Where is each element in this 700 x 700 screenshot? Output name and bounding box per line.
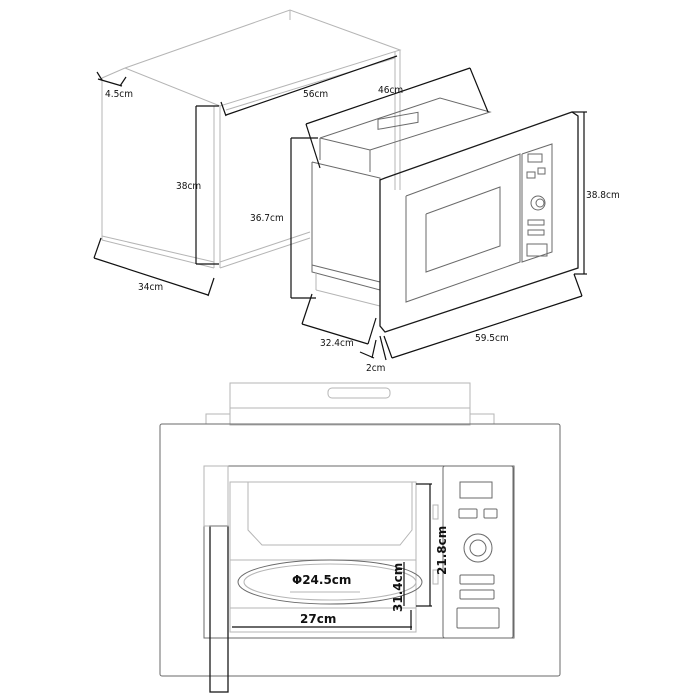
dim-turntable-height: 31.4cm: [391, 562, 405, 612]
dim-turntable-diameter: Φ24.5cm: [292, 573, 351, 587]
label-interior-width: 27cm: [300, 612, 336, 626]
label-top-lip: 4.5cm: [105, 89, 133, 100]
label-frame-thickness: 2cm: [366, 363, 385, 374]
label-turntable-height: 31.4cm: [391, 563, 405, 612]
dim-cabinet-height: 38cm: [176, 105, 219, 265]
microwave-isometric: [311, 97, 579, 333]
dim-body-width: 46cm: [305, 67, 489, 169]
label-cabinet-height: 38cm: [176, 181, 201, 192]
dim-interior-width: 27cm: [232, 610, 412, 630]
dim-frame-width: 59.5cm: [383, 273, 583, 359]
dim-frame-height: 38.8cm: [572, 111, 620, 275]
cabinet-outline: [101, 9, 402, 269]
dim-body-depth: 32.4cm: [301, 293, 377, 349]
dim-cabinet-depth: 34cm: [93, 237, 215, 297]
dim-interior-height: 21.8cm: [416, 483, 449, 607]
label-body-height: 36.7cm: [250, 213, 284, 224]
dim-body-height: 36.7cm: [250, 137, 318, 299]
label-interior-height: 21.8cm: [435, 526, 449, 575]
label-body-width: 46cm: [378, 85, 403, 96]
label-turntable-diameter: Φ24.5cm: [292, 573, 351, 587]
dim-cabinet-width: 56cm: [220, 55, 398, 117]
label-frame-width: 59.5cm: [475, 333, 509, 344]
label-cabinet-width: 56cm: [303, 89, 328, 100]
dim-top-lip: 4.5cm: [96, 71, 133, 100]
dim-frame-thickness: 2cm: [359, 335, 387, 374]
microwave-front-view: [159, 382, 561, 693]
label-body-depth: 32.4cm: [320, 338, 354, 349]
label-cabinet-depth: 34cm: [138, 282, 163, 293]
label-frame-height: 38.8cm: [586, 190, 620, 201]
